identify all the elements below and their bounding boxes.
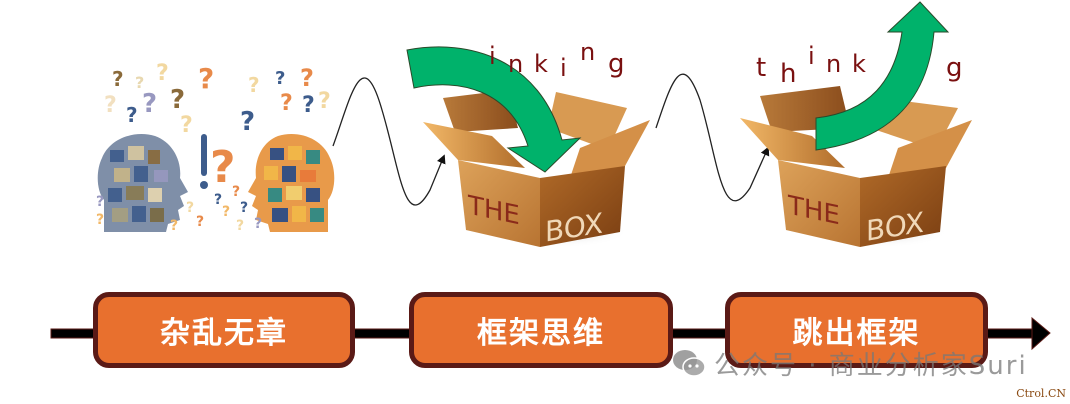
wechat-icon [672, 348, 706, 378]
svg-text:i: i [489, 42, 496, 70]
svg-text:i: i [560, 54, 567, 82]
svg-text:?: ? [240, 200, 248, 216]
svg-text:g: g [608, 49, 625, 79]
watermark-text: 公众号 · 商业分析家Suri [714, 350, 1028, 381]
svg-text:?: ? [302, 93, 315, 118]
svg-text:?: ? [300, 64, 314, 92]
svg-text:?: ? [112, 67, 124, 91]
svg-text:?: ? [156, 61, 169, 86]
svg-text:h: h [780, 59, 796, 89]
svg-text:t: t [756, 53, 766, 83]
svg-text:?: ? [222, 204, 230, 220]
svg-text:k: k [852, 50, 866, 78]
svg-text:n: n [580, 38, 595, 66]
stage-1-text: 杂乱无章 [160, 316, 288, 351]
svg-text:?: ? [232, 184, 240, 200]
box-illustration-in: THE BOX i n k i n g [406, 38, 650, 249]
svg-text:?: ? [96, 194, 104, 210]
svg-text:i: i [808, 42, 815, 70]
svg-text:?: ? [96, 212, 104, 228]
watermark: 公众号 · 商业分析家Suri [672, 344, 1028, 382]
svg-text:?: ? [135, 73, 144, 92]
svg-text:?: ? [126, 103, 138, 127]
svg-text:n: n [826, 50, 841, 78]
svg-text:?: ? [254, 216, 262, 232]
svg-text:?: ? [275, 68, 285, 89]
wavy-connector-2 [655, 73, 770, 202]
confused-heads-illustration: ? ? ? ? ? ? ? ? ? ? ? ? ? ? ? ? ? [96, 61, 335, 234]
svg-text:?: ? [280, 91, 293, 116]
svg-text:?: ? [104, 93, 117, 118]
box-illustration-out: THE BOX t h i n k g [740, 1, 972, 248]
wavy-connector-1 [332, 77, 446, 206]
svg-text:?: ? [186, 200, 194, 216]
svg-text:?: ? [236, 218, 244, 234]
stage-2-label: 框架思维 [409, 292, 673, 368]
svg-text:?: ? [210, 142, 236, 193]
stage-3-text: 跳出框架 [792, 316, 921, 351]
svg-text:g: g [946, 53, 963, 83]
stage-2-text: 框架思维 [477, 316, 605, 351]
svg-text:?: ? [196, 214, 204, 230]
svg-text:n: n [508, 50, 523, 78]
svg-text:?: ? [248, 73, 260, 97]
svg-text:?: ? [240, 107, 255, 137]
svg-text:k: k [534, 50, 548, 78]
stage-1-label: 杂乱无章 [93, 292, 355, 368]
svg-text:?: ? [170, 218, 178, 234]
svg-text:?: ? [318, 89, 331, 114]
svg-text:?: ? [142, 89, 157, 119]
stage-3-label: 跳出框架 [725, 292, 988, 368]
credit-text: Ctrol.CN [1016, 387, 1066, 400]
svg-text:?: ? [180, 113, 193, 138]
svg-text:?: ? [198, 62, 214, 95]
svg-text:?: ? [170, 85, 185, 115]
svg-text:?: ? [214, 192, 222, 208]
